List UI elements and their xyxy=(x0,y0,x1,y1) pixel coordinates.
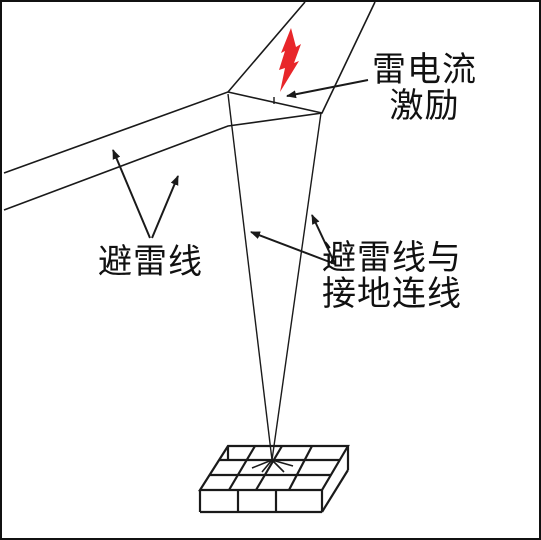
label-line: 雷电流 xyxy=(372,50,477,90)
label-line: 接地连线 xyxy=(322,274,462,314)
ground-wire-upper-edge xyxy=(3,1,306,174)
label-line: 避雷线与 xyxy=(322,238,462,278)
grid-column xyxy=(255,445,283,491)
grid-column xyxy=(288,445,313,491)
grid-column xyxy=(228,445,256,491)
grounding-connection-wires xyxy=(227,93,322,461)
ground-wire-center-line xyxy=(227,91,323,114)
grounding-grid xyxy=(197,444,350,514)
arrow-to-grounding-wire-right xyxy=(311,214,336,265)
grid-bottom-tie xyxy=(321,469,349,513)
grid-top-outline xyxy=(197,444,350,492)
arrow-to-grounding-wire-left xyxy=(250,231,336,265)
arrow-to-excitation-point xyxy=(286,79,369,99)
arrow-to-ground-wire-lower xyxy=(151,175,179,239)
arrow-to-ground-wire-upper xyxy=(112,149,151,239)
ground-wire xyxy=(3,1,376,211)
grid-center-connections xyxy=(251,459,294,473)
label-ground-wire-and-grounding-connection: 避雷线与 接地连线 xyxy=(322,240,462,312)
label-lightning-current-excitation: 雷电流 激励 xyxy=(372,52,477,124)
grounding-wire-right xyxy=(271,112,322,461)
label-ground-wire: 避雷线 xyxy=(98,242,203,282)
lightning-bolt-icon xyxy=(279,28,301,92)
label-line: 激励 xyxy=(389,86,460,126)
grounding-wire-left xyxy=(227,93,273,461)
ground-wire-lower-edge xyxy=(3,1,376,211)
annotation-arrows xyxy=(112,79,369,265)
